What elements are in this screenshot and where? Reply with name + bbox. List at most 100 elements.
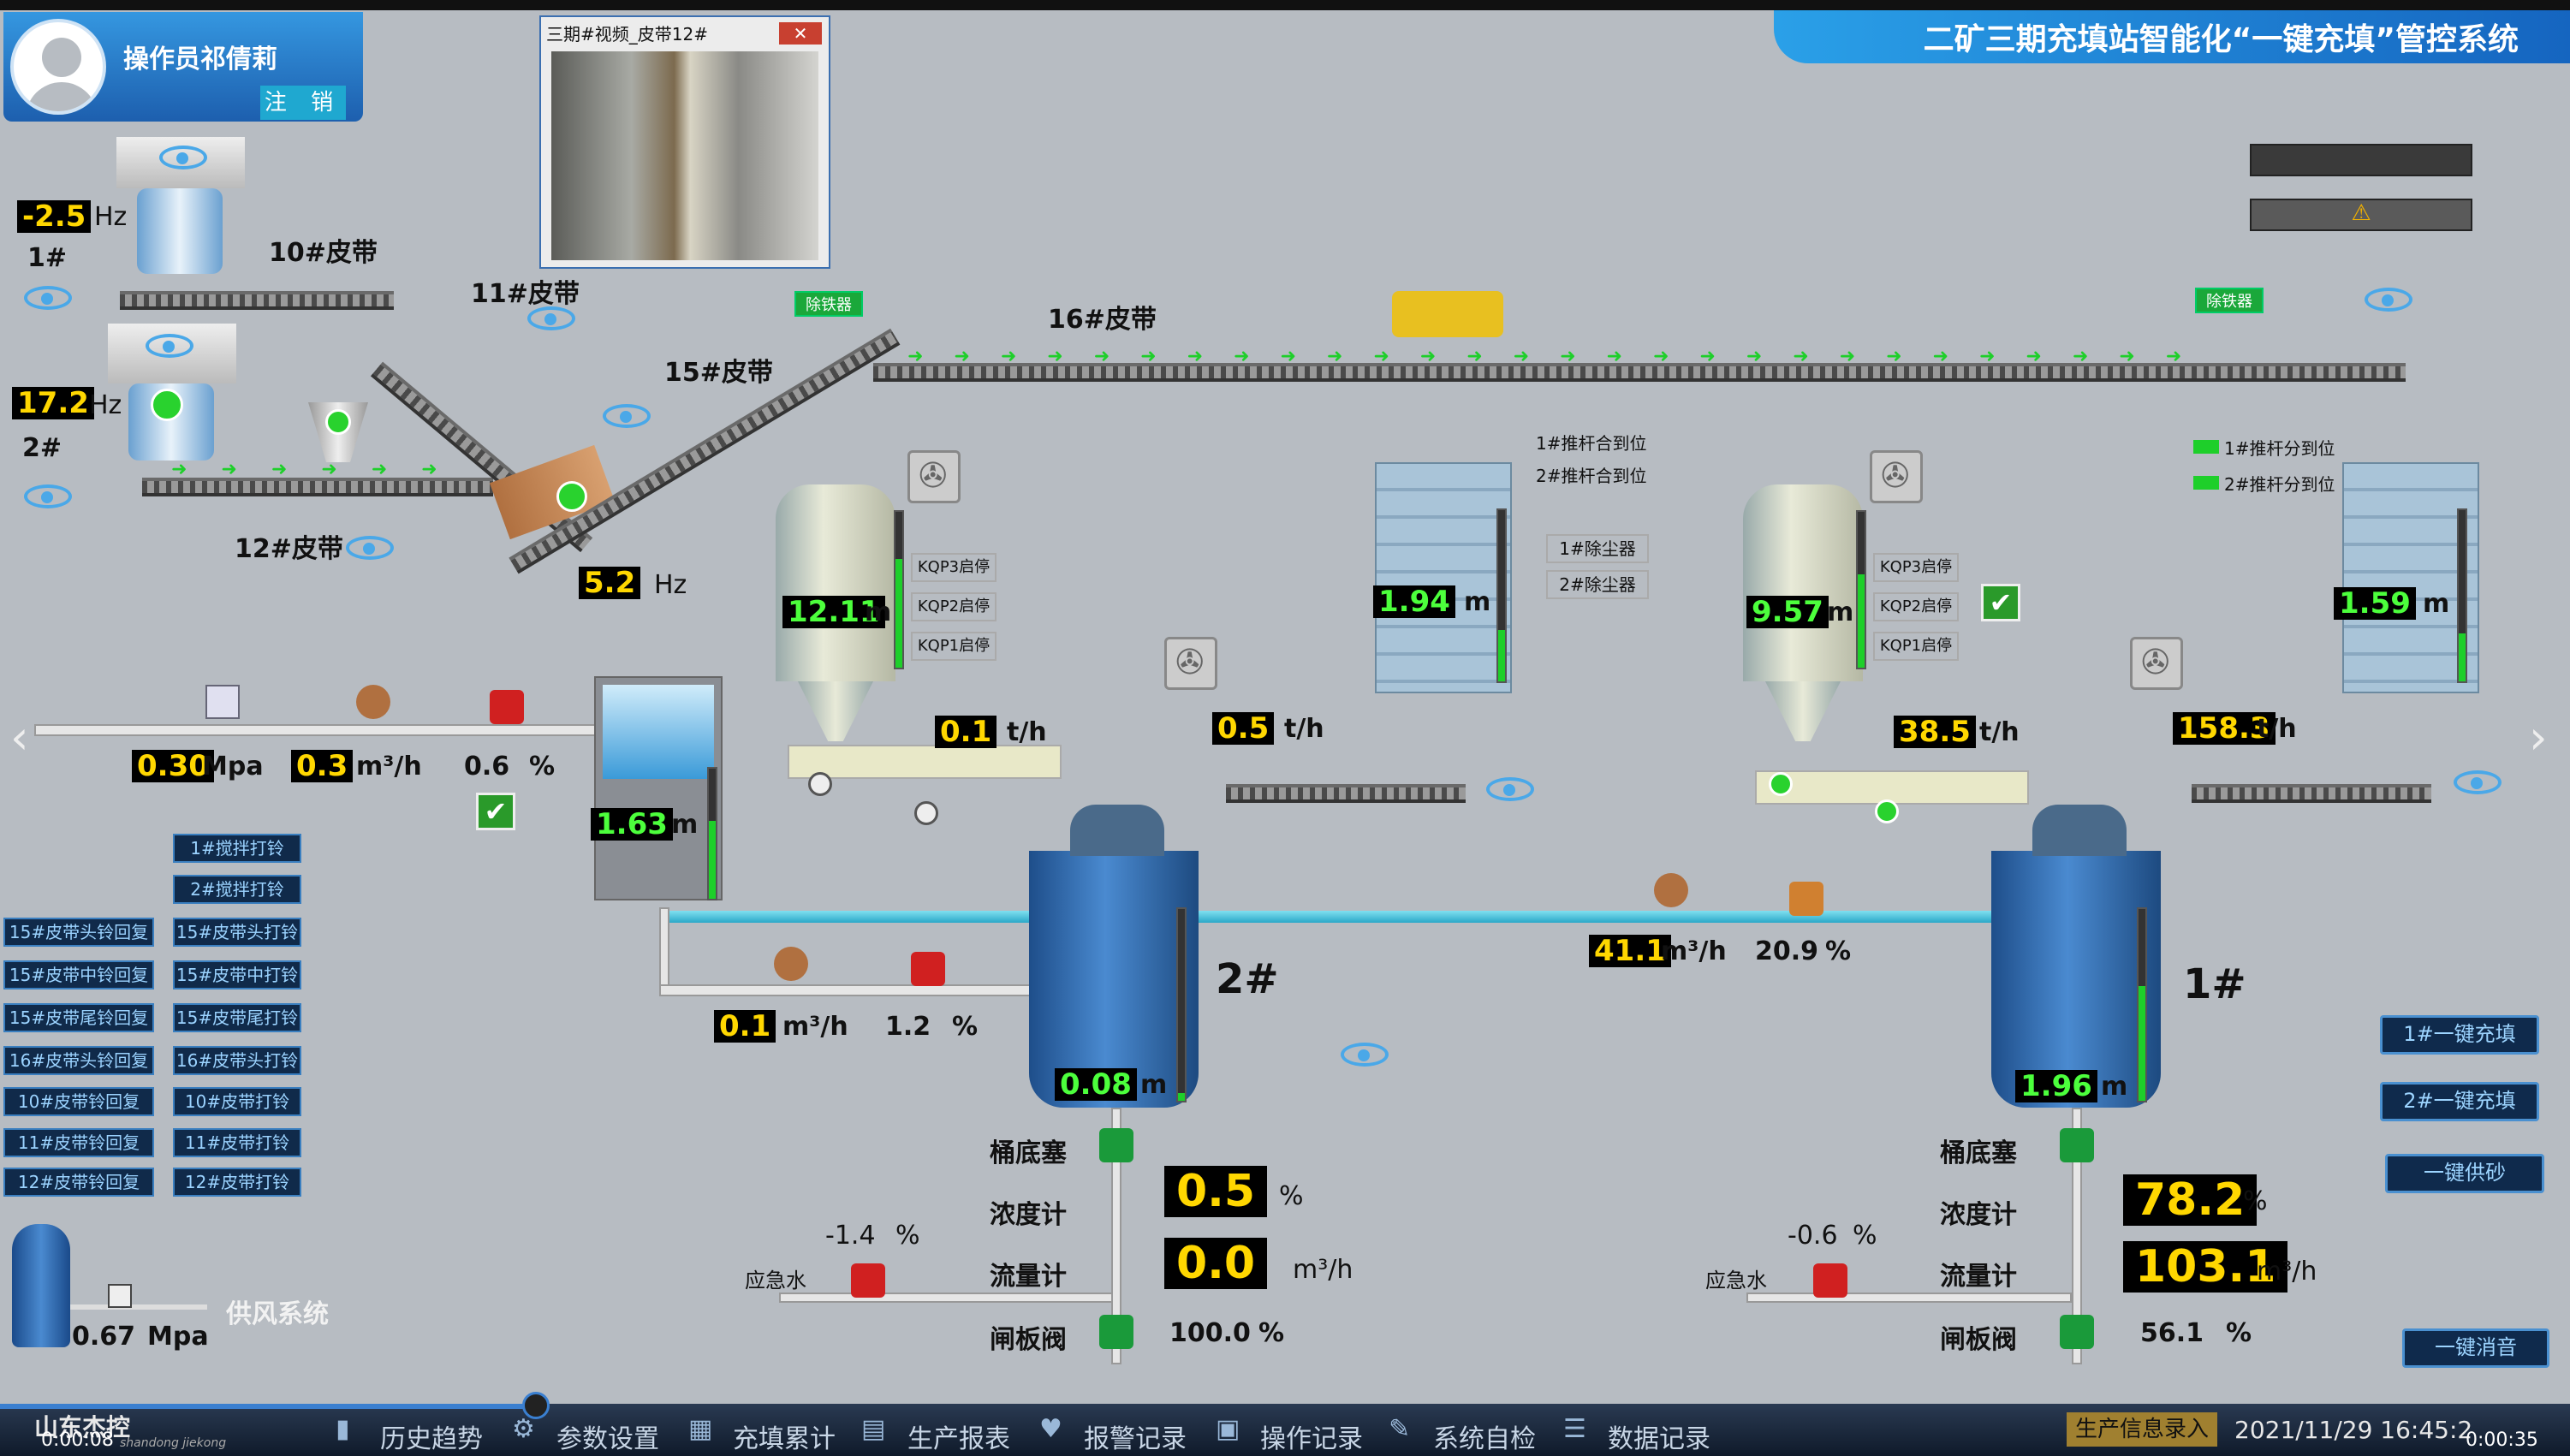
belt15-tail-bell-button[interactable]: 15#皮带尾打铃 [173,1003,301,1032]
fan-icon[interactable] [1870,450,1923,503]
supply-sand-button[interactable]: 一键供砂 [2385,1154,2544,1193]
main-flow: 41.1 [1589,935,1671,967]
fill-2-button[interactable]: 2#一键充填 [2380,1082,2539,1121]
check-icon[interactable]: ✔ [476,793,515,830]
view-icon[interactable] [24,286,72,310]
emergency-label-2: 应急水 [745,1269,806,1293]
belt-12[interactable] [142,478,493,496]
sub-valve-icon[interactable] [911,952,945,986]
belt15-tail-reply-button[interactable]: 15#皮带尾铃回复 [3,1003,154,1032]
belt-10[interactable] [120,291,394,310]
kqp2-toggle[interactable]: KQP2启停 [911,592,996,621]
belt-15-label: 15#皮带 [664,358,773,388]
playback-time-right: 0:00:35 [2466,1429,2538,1451]
alarm-icon[interactable]: ♥ [1039,1414,1062,1444]
view-icon[interactable] [527,306,575,330]
next-page-icon[interactable]: › [2529,710,2548,764]
gate-valve-2[interactable] [1099,1315,1133,1349]
logout-button[interactable]: 注 销 [260,86,346,120]
belt-10-label: 10#皮带 [269,238,378,268]
belt15-head-bell-button[interactable]: 15#皮带头打铃 [173,918,301,947]
mixer-1-bell-button[interactable]: 1#搅拌打铃 [173,834,301,863]
nav-fill-total[interactable]: 充填累计 [733,1424,836,1454]
emergency-valve-1[interactable] [1813,1263,1847,1298]
belt12-reply-button[interactable]: 12#皮带铃回复 [3,1168,154,1197]
belt15-head-reply-button[interactable]: 15#皮带头铃回复 [3,918,154,947]
sand-belt-2[interactable] [1226,784,1466,803]
silo-cone [1765,681,1841,741]
view-icon[interactable] [159,146,207,169]
gate-valve-1[interactable] [2060,1315,2094,1349]
belt-16[interactable] [873,363,2406,382]
dust-collector-1[interactable]: 1#除尘器 [1546,534,1649,563]
emergency-label-1: 应急水 [1705,1269,1767,1293]
sand-belt-1[interactable] [2192,784,2431,803]
flow-2-unit: m³/h [1293,1255,1353,1285]
iron-remover-1[interactable]: 除铁器 [794,291,863,317]
nav-report[interactable]: 生产报表 [907,1424,1010,1454]
belt16-head-reply-button[interactable]: 16#皮带头铃回复 [3,1046,154,1075]
nav-history[interactable]: 历史趋势 [380,1424,483,1454]
water-pressure-unit: Mpa [202,752,264,781]
dust-collector-2[interactable]: 2#除尘器 [1546,570,1649,599]
main-valve-icon[interactable] [1789,882,1823,916]
playback-progress[interactable] [0,1404,538,1409]
iron-remover-2[interactable]: 除铁器 [2195,288,2264,313]
emergency-valve-2[interactable] [851,1263,885,1298]
belt10-reply-button[interactable]: 10#皮带铃回复 [3,1087,154,1116]
view-icon[interactable] [1486,777,1534,801]
kqp2-toggle[interactable]: KQP2启停 [1873,592,1959,621]
prev-page-icon[interactable]: ‹ [10,710,29,764]
plug-valve-2[interactable] [1099,1128,1133,1162]
view-icon[interactable] [346,536,394,560]
user-log-icon[interactable]: ▣ [1216,1414,1240,1444]
warning-icon[interactable]: ⚠ [2250,199,2472,231]
fan-icon[interactable] [2130,637,2183,690]
view-icon[interactable] [146,334,193,358]
kqp3-toggle[interactable]: KQP3启停 [911,553,996,582]
status-box [2250,144,2472,176]
list-icon[interactable]: ☰ [1563,1414,1586,1444]
nav-alarm[interactable]: 报警记录 [1084,1424,1187,1454]
view-icon[interactable] [1341,1043,1389,1067]
belt15-mid-bell-button[interactable]: 15#皮带中打铃 [173,960,301,989]
report-icon[interactable]: ▤ [861,1414,886,1444]
view-icon[interactable] [603,404,651,428]
tool-icon[interactable]: ✎ [1389,1414,1411,1444]
view-icon[interactable] [2365,288,2412,312]
mute-button[interactable]: 一键消音 [2402,1328,2549,1368]
kqp1-toggle[interactable]: KQP1启停 [1873,632,1959,661]
nav-operations[interactable]: 操作记录 [1260,1424,1363,1454]
belt16-head-bell-button[interactable]: 16#皮带头打铃 [173,1046,301,1075]
belt11-reply-button[interactable]: 11#皮带铃回复 [3,1128,154,1157]
close-icon[interactable]: ✕ [779,22,822,45]
video-window[interactable]: 三期#视频_皮带12# ✕ [539,15,830,269]
belt15-mid-reply-button[interactable]: 15#皮带中铃回复 [3,960,154,989]
belt10-bell-button[interactable]: 10#皮带打铃 [173,1087,301,1116]
density-1-unit: % [2243,1186,2268,1216]
production-info-button[interactable]: 生产信息录入 [2067,1412,2217,1447]
fill-1-button[interactable]: 1#一键充填 [2380,1015,2539,1055]
playback-handle[interactable] [522,1392,550,1419]
plug-valve-1[interactable] [2060,1128,2094,1162]
nav-self-check[interactable]: 系统自检 [1433,1424,1536,1454]
nav-params[interactable]: 参数设置 [556,1424,659,1454]
mixer-2-bell-button[interactable]: 2#搅拌打铃 [173,875,301,904]
kqp1-toggle[interactable]: KQP1启停 [911,632,996,661]
fan-icon[interactable] [907,450,961,503]
pushrod-2-closed: 2#推杆合到位 [1536,466,1647,486]
water-flow: 0.3 [291,750,354,782]
view-icon[interactable] [24,484,72,508]
nav-data-log[interactable]: 数据记录 [1608,1424,1710,1454]
gear-icon[interactable]: ⚙ [512,1414,535,1444]
water-valve-icon[interactable] [490,690,524,724]
fan-icon[interactable] [1164,637,1217,690]
trend-icon[interactable]: ▮ [336,1414,350,1444]
belt11-bell-button[interactable]: 11#皮带打铃 [173,1128,301,1157]
sand-bin-2 [1375,462,1512,693]
belt12-bell-button[interactable]: 12#皮带打铃 [173,1168,301,1197]
grid-icon[interactable]: ▦ [688,1414,713,1444]
check-icon[interactable]: ✔ [1981,584,2020,621]
kqp3-toggle[interactable]: KQP3启停 [1873,553,1959,582]
view-icon[interactable] [2454,770,2502,794]
